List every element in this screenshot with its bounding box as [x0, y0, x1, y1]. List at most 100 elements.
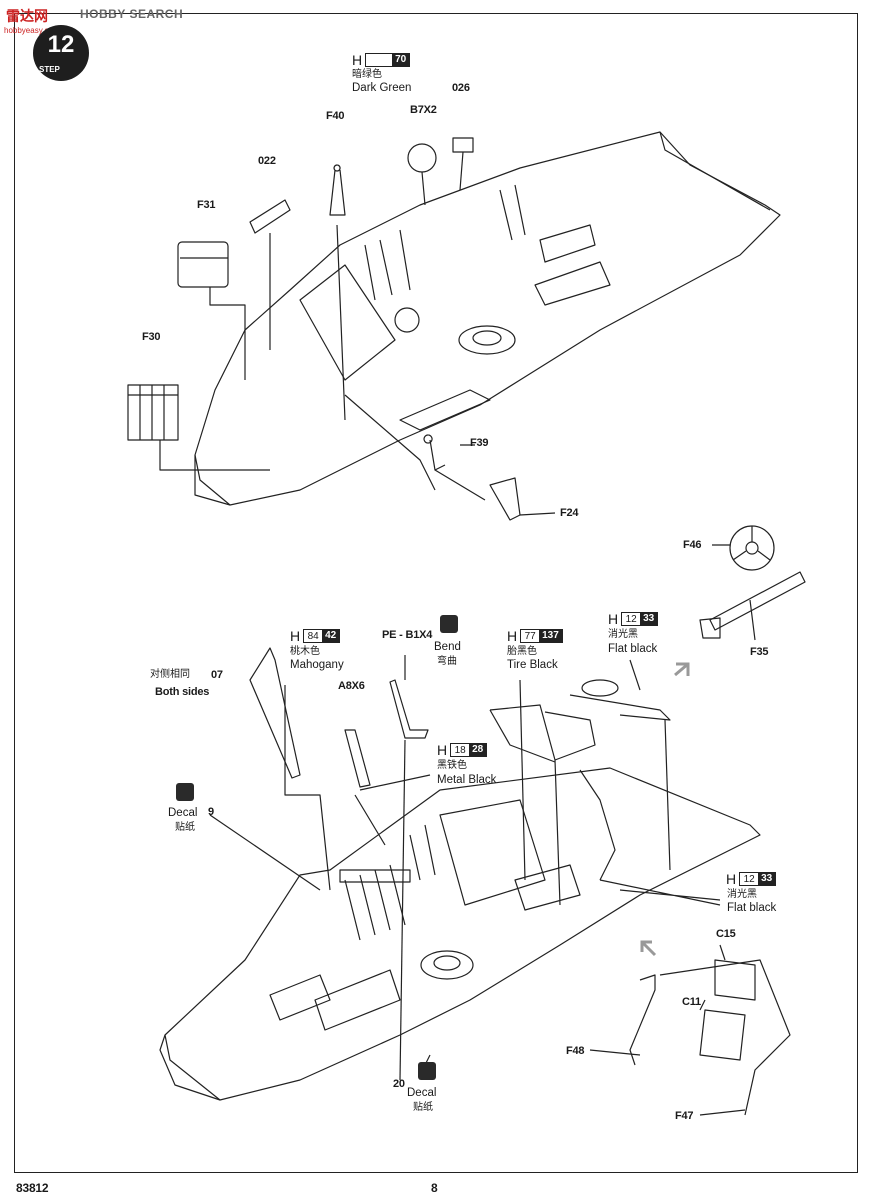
paint-code1: 12	[625, 613, 637, 625]
label-026: 026	[452, 82, 470, 94]
part-026	[452, 137, 474, 153]
bend-cn: 弯曲	[437, 656, 457, 667]
label-f24: F24	[560, 507, 579, 519]
part-022	[249, 199, 291, 234]
decal-icon	[176, 783, 194, 801]
label-022: 022	[258, 155, 276, 167]
part-f48	[629, 974, 656, 1066]
paint-prefix: H	[290, 628, 301, 644]
mahogany-cn: 桃木色	[290, 646, 320, 657]
both-sides-cn: 对侧相同	[150, 669, 190, 680]
paint-prefix: H	[608, 611, 619, 627]
part-f24	[489, 477, 521, 521]
arrow-icon	[674, 662, 690, 677]
paint-code2: 42	[322, 630, 340, 642]
part-f35	[709, 571, 806, 631]
page-number: 8	[431, 1181, 438, 1195]
flat-black-cn-2: 消光黑	[727, 889, 757, 900]
metal-black-en: Metal Black	[437, 774, 497, 786]
flat-black-en-1: Flat black	[608, 643, 658, 655]
label-f48: F48	[566, 1045, 585, 1057]
part-f40	[329, 164, 346, 216]
decal-cn-1: 贴纸	[175, 822, 195, 833]
both-sides-en: Both sides	[155, 686, 210, 698]
part-f30-rack	[127, 384, 179, 441]
label-20: 20	[393, 1078, 405, 1090]
decal-en-2: Decal	[407, 1087, 437, 1099]
flat-black-cn-1: 消光黑	[608, 629, 638, 640]
page-frame	[14, 13, 858, 1173]
flat-black-en-2: Flat black	[727, 902, 777, 914]
label-c15: C15	[716, 928, 736, 940]
tire-black-en: Tire Black	[507, 659, 558, 671]
paint-code1: 12	[743, 873, 755, 885]
bend-icon	[440, 615, 458, 633]
driver-seat	[489, 704, 596, 763]
tire-black-cn: 胎黑色	[507, 646, 537, 657]
lower-hull	[159, 767, 761, 1101]
part-f31-box	[177, 241, 229, 288]
part-c11	[699, 1009, 746, 1061]
label-f35: F35	[750, 646, 769, 658]
paint-code2: 28	[469, 744, 487, 756]
paint-code1: 18	[454, 744, 466, 756]
label-f47: F47	[675, 1110, 694, 1122]
bend-en: Bend	[434, 641, 461, 653]
paint-prefix: H	[726, 871, 737, 887]
arrow-icon-2	[640, 940, 657, 957]
paint-prefix: H	[352, 52, 363, 68]
watermark-url: hobbyeasy.com	[4, 26, 60, 35]
part-f39	[423, 434, 446, 471]
decal-icon-2	[418, 1062, 436, 1080]
part-a8x6	[344, 729, 371, 788]
paint-code2: 33	[758, 873, 776, 885]
label-f40: F40	[326, 110, 345, 122]
label-f30: F30	[142, 331, 161, 343]
paint-code2: 137	[539, 630, 562, 642]
paint-code2: 33	[640, 613, 658, 625]
label-f39: F39	[470, 437, 489, 449]
step-badge: 12 STEP	[33, 25, 89, 81]
part-f47	[659, 959, 791, 1116]
label-f31: F31	[197, 199, 216, 211]
metal-black-cn: 黑铁色	[437, 760, 467, 771]
watermark-brand: HOBBY SEARCH	[80, 7, 184, 21]
label-f46: F46	[683, 539, 702, 551]
paint-code1: 77	[524, 630, 536, 642]
paint-en: Dark Green	[352, 82, 412, 94]
part-pe-b1x4	[389, 679, 429, 739]
watermark-cn: 雷达网	[6, 8, 48, 24]
paint-cn: 暗绿色	[352, 69, 382, 80]
mahogany-en: Mahogany	[290, 659, 344, 671]
paint-code: 70	[392, 54, 410, 66]
upper-hull-top	[194, 131, 781, 506]
part-c15	[714, 959, 756, 1001]
paint-prefix: H	[507, 628, 518, 644]
step-label: STEP	[39, 65, 60, 74]
decal-en-1: Decal	[168, 807, 198, 819]
label-b7x2: B7X2	[410, 104, 437, 116]
part-b7x2	[407, 143, 437, 173]
paint-code1: 84	[307, 630, 319, 642]
decal-cn-2: 贴纸	[413, 1102, 433, 1113]
paint-callout-dark-green: H 70	[352, 52, 411, 68]
paint-prefix: H	[437, 742, 448, 758]
label-c11: C11	[682, 996, 701, 1008]
paint-code-box: 70	[365, 53, 411, 67]
label-9: 9	[208, 806, 214, 818]
step-number: 12	[47, 31, 75, 58]
label-07: 07	[211, 669, 223, 681]
label-pe-b1x4: PE - B1X4	[382, 629, 433, 641]
label-a8x6: A8X6	[338, 680, 365, 692]
